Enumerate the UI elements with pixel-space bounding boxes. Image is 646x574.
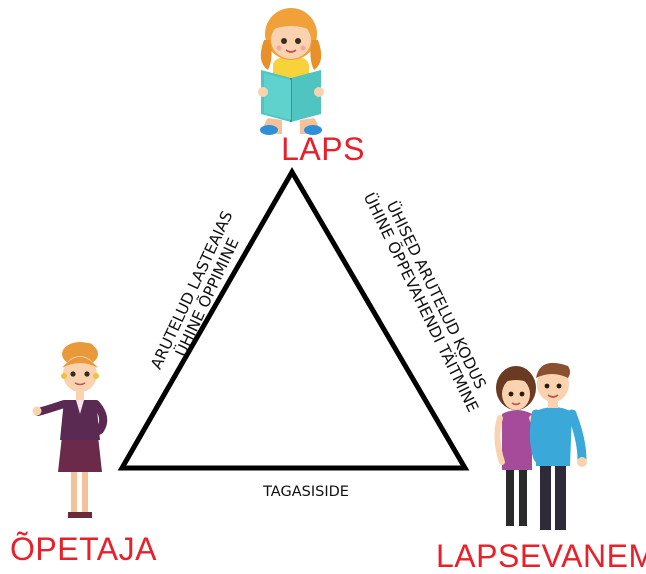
node-label-lapsevanem: LAPSEVANEM bbox=[436, 538, 646, 574]
edge-bottom-line1: TAGASISIDE bbox=[263, 484, 349, 500]
node-label-laps: LAPS bbox=[281, 131, 365, 167]
child-reading-book-icon bbox=[258, 8, 324, 135]
triangle-outline bbox=[117, 167, 470, 471]
teacher-icon bbox=[32, 342, 108, 518]
parents-couple-icon bbox=[494, 362, 587, 530]
edge-label-bottom: TAGASISIDE bbox=[206, 484, 406, 501]
node-label-opetaja: ÕPETAJA bbox=[10, 531, 157, 567]
